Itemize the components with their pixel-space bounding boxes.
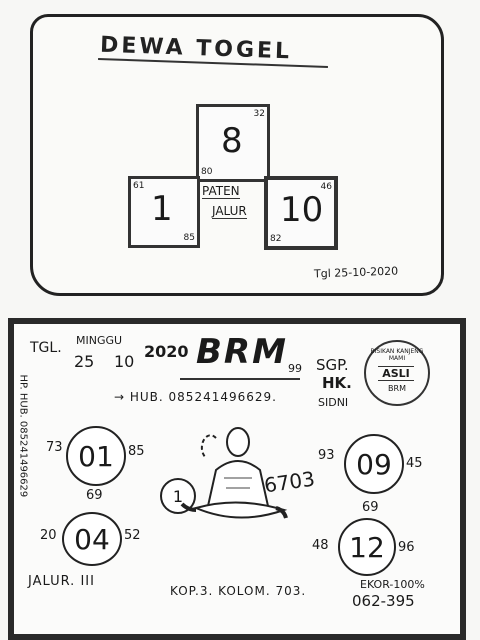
box-right-corner-tr: 46: [320, 182, 332, 192]
meditating-figure-illustration: [180, 427, 288, 519]
asli-stamp: BISIKAN KANJENG MAMI ASLI BRM: [364, 340, 430, 406]
date-month: 10: [114, 352, 135, 371]
side-phone: HP. HUB. 085241496629: [17, 374, 29, 498]
circle-01-below: 69: [86, 488, 103, 503]
market-sgp: SGP.: [316, 356, 349, 374]
center-small-value: 1: [172, 486, 184, 506]
ekor-value: 062-395: [352, 592, 415, 610]
number-box-top: 8 32 80: [196, 104, 270, 182]
circle-04-right: 52: [124, 528, 141, 543]
stamp-center-text: ASLI: [378, 366, 414, 381]
box-top-number: 8: [221, 121, 243, 161]
number-box-right: 10 46 82: [264, 176, 338, 250]
brand-sup: 99: [288, 362, 302, 375]
circle-01-value: 01: [78, 439, 114, 473]
circle-04-value: 04: [74, 522, 110, 556]
circle-04-left: 20: [40, 528, 57, 543]
circle-04: 04: [62, 512, 122, 566]
brand-logo: BRM: [196, 332, 288, 372]
box-left-number: 1: [151, 189, 173, 229]
box-left-corner-br: 85: [183, 233, 195, 243]
box-left-corner-tl: 61: [133, 181, 145, 191]
circle-12: 12: [338, 518, 396, 576]
box-top-corner-bl: 80: [201, 167, 213, 177]
stamp-ring-text: BISIKAN KANJENG MAMI: [370, 348, 424, 362]
tgl-label: TGL.: [30, 340, 62, 356]
market-hk: HK.: [322, 374, 352, 392]
circle-12-value: 12: [349, 530, 385, 564]
box-right-corner-bl: 82: [270, 234, 282, 244]
brand-underline: [180, 378, 300, 380]
jalur-label: JALUR: [212, 204, 247, 219]
date-day: 25: [74, 352, 95, 371]
circle-09-below: 69: [362, 500, 379, 515]
circle-09-value: 09: [356, 447, 392, 481]
circle-01: 01: [66, 426, 126, 486]
jalur-footer: JALUR. III: [28, 574, 95, 589]
kop-footer: KOP.3. KOLOM. 703.: [170, 584, 307, 598]
number-box-left: 1 61 85: [128, 176, 200, 248]
circle-09-left: 93: [318, 448, 335, 463]
circle-01-left: 73: [46, 440, 63, 455]
circle-09-right: 45: [406, 456, 423, 471]
circle-09: 09: [344, 434, 404, 494]
paten-label: PATEN: [202, 184, 240, 199]
hub-line: → HUB. 085241496629.: [114, 390, 277, 404]
circle-01-right: 85: [128, 444, 145, 459]
box-right-number: 10: [280, 190, 324, 230]
market-sidni: SIDNI: [318, 396, 349, 409]
box-top-corner-tr: 32: [253, 109, 265, 119]
circle-12-right: 96: [398, 540, 415, 555]
day-label: MINGGU: [76, 334, 123, 347]
stamp-bottom-text: BRM: [388, 384, 406, 393]
circle-12-left: 48: [312, 538, 329, 553]
ekor-label: EKOR-100%: [360, 578, 425, 591]
year-label: 2020: [144, 342, 189, 361]
